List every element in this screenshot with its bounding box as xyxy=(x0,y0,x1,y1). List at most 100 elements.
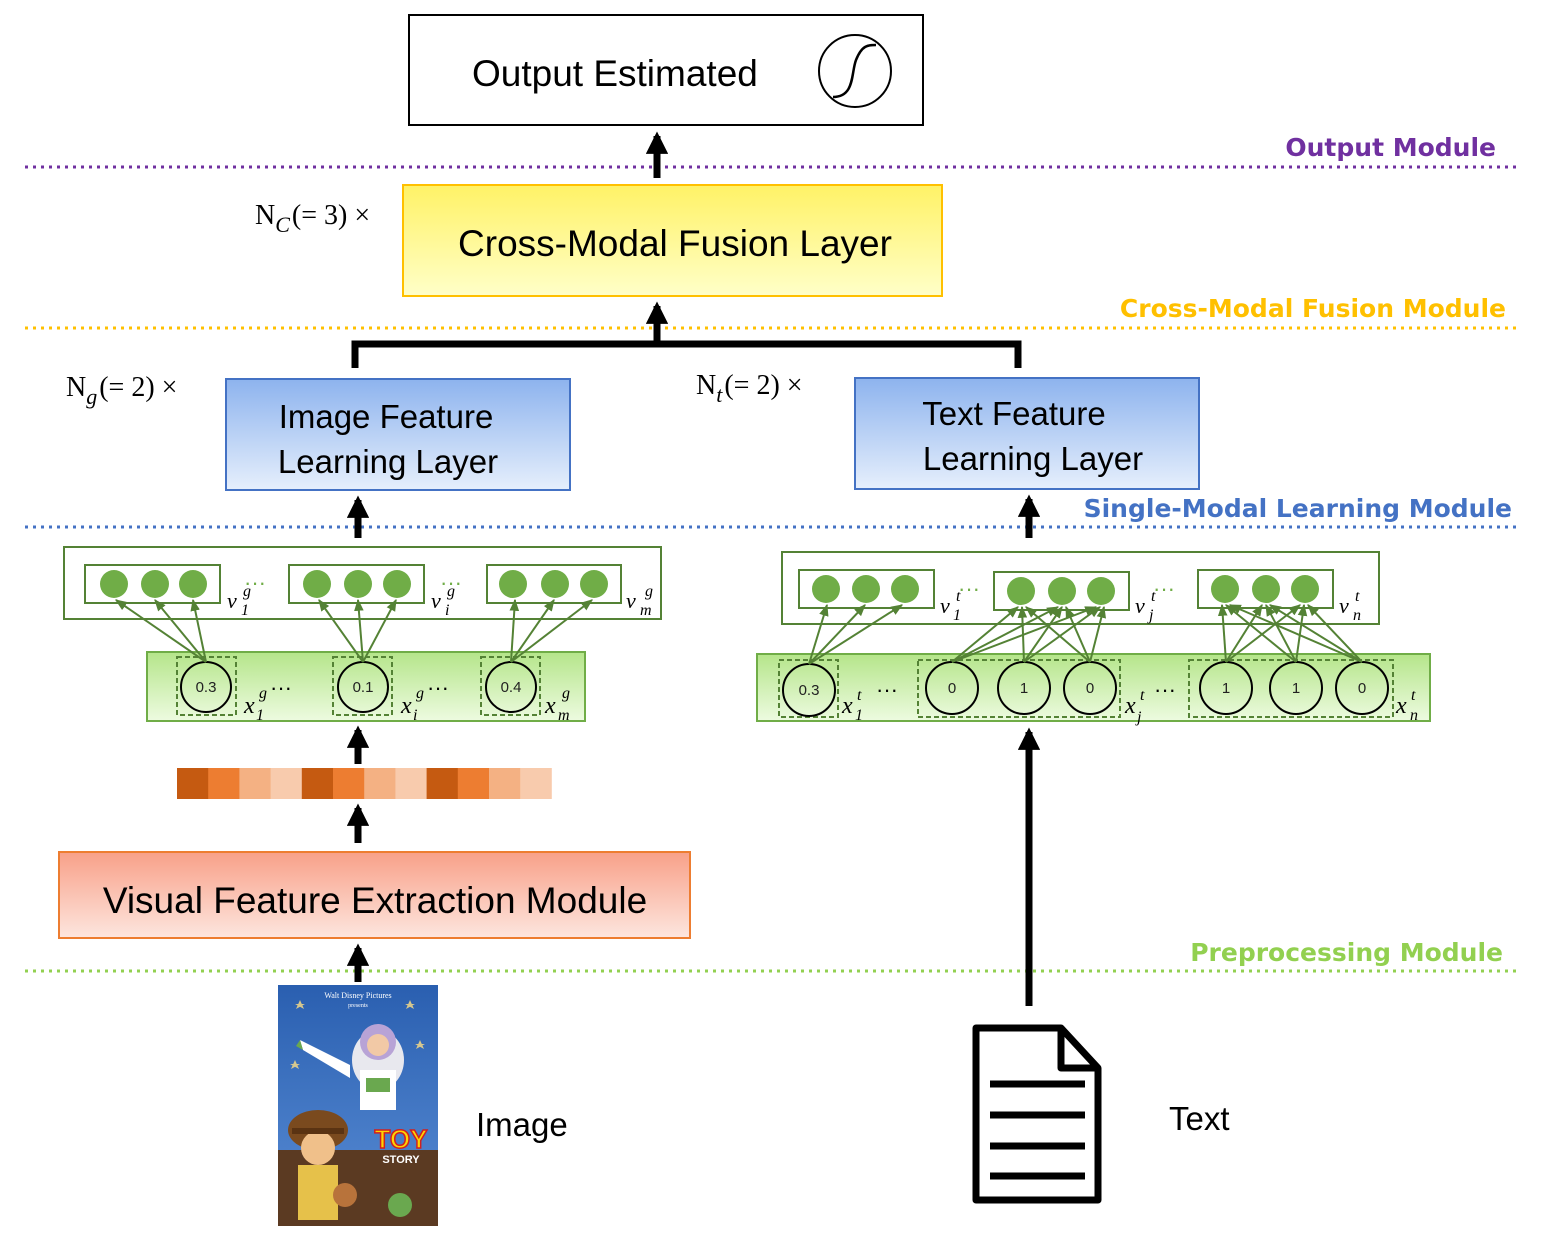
svg-text:1: 1 xyxy=(241,602,249,619)
feature-cell xyxy=(208,768,240,799)
svg-text:Walt Disney Pictures: Walt Disney Pictures xyxy=(324,991,391,1000)
text-embedding-ellipsis-1: ··· xyxy=(958,576,980,601)
image-embedding-group-1 xyxy=(84,564,221,604)
svg-text:g: g xyxy=(447,583,455,600)
movie-poster-image: TOY STORY Walt Disney Pictures presents xyxy=(278,985,438,1226)
image-input-label: Image xyxy=(476,1106,568,1143)
fusion-layer-label: Cross-Modal Fusion Layer xyxy=(458,223,892,264)
text-feature-layer-box xyxy=(854,377,1200,490)
text-repeat-count: Nt(= 2) × xyxy=(696,370,803,407)
svg-text:g: g xyxy=(645,583,653,600)
svg-text:x: x xyxy=(1124,693,1136,719)
image-input-label-3: x g m xyxy=(544,685,570,724)
svg-text:m: m xyxy=(640,602,652,619)
image-input-node-1: 0.3 xyxy=(176,656,237,716)
svg-text:t: t xyxy=(1140,687,1145,704)
svg-text:g: g xyxy=(259,685,267,702)
visual-feature-vector xyxy=(177,768,552,799)
svg-text:m: m xyxy=(558,707,570,724)
feature-cell xyxy=(364,768,396,799)
visual-extraction-label: Visual Feature Extraction Module xyxy=(103,880,647,921)
sigmoid-icon xyxy=(818,34,892,108)
text-input-group-1 xyxy=(778,659,839,718)
feature-cell xyxy=(426,768,459,799)
single-modal-module-label: Single-Modal Learning Module xyxy=(1084,494,1512,523)
svg-text:v: v xyxy=(940,593,950,618)
fusion-repeat-count: NC(= 3) × xyxy=(255,200,370,237)
image-embedding-label-3: v g m xyxy=(626,583,653,619)
fusion-module-label: Cross-Modal Fusion Module xyxy=(1120,294,1506,323)
preprocessing-module-label: Preprocessing Module xyxy=(1190,938,1503,967)
output-estimated-label: Output Estimated xyxy=(472,53,758,94)
text-embedding-group-3 xyxy=(1197,569,1334,609)
feature-cell xyxy=(520,768,552,799)
image-embedding-ellipsis-2: ··· xyxy=(440,570,462,595)
text-input-label-2: x t j ··· xyxy=(1124,677,1176,726)
svg-text:x: x xyxy=(243,693,255,719)
text-input-label: Text xyxy=(1169,1100,1230,1137)
image-embedding-label-2: v g i xyxy=(431,583,455,619)
image-feature-layer-label-1: Image Feature xyxy=(279,398,494,435)
text-connections xyxy=(808,603,1363,665)
svg-text:g: g xyxy=(416,685,424,702)
svg-text:x: x xyxy=(1395,693,1407,719)
text-embedding-ellipsis-2: ··· xyxy=(1153,576,1175,601)
image-embedding-group-2 xyxy=(288,564,425,604)
svg-text:v: v xyxy=(227,588,237,613)
svg-text:···: ··· xyxy=(876,677,898,702)
svg-text:n: n xyxy=(1410,707,1418,724)
svg-text:0.3: 0.3 xyxy=(196,679,217,696)
image-embedding-ellipsis-1: ··· xyxy=(244,570,266,595)
text-input-label-3: x t n xyxy=(1395,687,1418,724)
svg-text:1: 1 xyxy=(256,707,264,724)
feature-cell xyxy=(177,768,209,799)
svg-text:0.4: 0.4 xyxy=(501,679,522,696)
svg-text:0: 0 xyxy=(1086,680,1094,697)
svg-text:STORY: STORY xyxy=(382,1154,420,1166)
svg-text:1: 1 xyxy=(1020,680,1028,697)
svg-text:···: ··· xyxy=(1154,677,1176,702)
svg-text:1: 1 xyxy=(855,707,863,724)
text-input-group-2 xyxy=(917,659,1121,718)
feature-cell xyxy=(457,768,490,799)
svg-text:t: t xyxy=(1151,588,1156,605)
svg-text:v: v xyxy=(626,588,636,613)
feature-cell xyxy=(489,768,521,799)
svg-text:x: x xyxy=(400,693,412,719)
feature-cell xyxy=(395,768,427,799)
text-embedding-label-3: v t n xyxy=(1339,588,1361,624)
text-embedding-group-1 xyxy=(798,569,935,609)
text-feature-layer-label-2: Learning Layer xyxy=(923,440,1143,477)
image-input-bar xyxy=(146,651,586,722)
image-feature-layer-box xyxy=(225,378,571,491)
fusion-layer-box xyxy=(402,184,943,297)
svg-text:···: ··· xyxy=(270,675,292,700)
text-feature-layer-label-1: Text Feature xyxy=(922,395,1105,432)
text-input-group-3 xyxy=(1188,659,1394,718)
svg-text:v: v xyxy=(1339,593,1349,618)
feature-cell xyxy=(270,768,303,799)
svg-text:i: i xyxy=(413,707,417,724)
text-input-bar xyxy=(756,653,1431,722)
svg-text:t: t xyxy=(1355,588,1360,605)
svg-text:t: t xyxy=(857,687,862,704)
svg-text:i: i xyxy=(445,602,449,619)
svg-text:g: g xyxy=(243,583,251,600)
text-embedding-label-1: v t 1 xyxy=(940,588,961,624)
image-input-label-2: x g i ··· xyxy=(400,675,449,724)
svg-text:v: v xyxy=(431,588,441,613)
text-embedding-group-2 xyxy=(993,571,1130,611)
image-feature-layer-label-2: Learning Layer xyxy=(278,443,498,480)
svg-text:j: j xyxy=(1135,709,1142,726)
visual-extraction-box xyxy=(58,851,691,939)
feature-cell xyxy=(301,768,334,799)
text-input-label-1: x t 1 ··· xyxy=(841,677,898,724)
svg-text:TOY: TOY xyxy=(375,1124,428,1154)
svg-text:0.3: 0.3 xyxy=(799,682,820,699)
image-repeat-count: Ng(= 2) × xyxy=(66,372,177,409)
svg-text:0.1: 0.1 xyxy=(353,679,374,696)
svg-text:1: 1 xyxy=(953,607,961,624)
svg-text:v: v xyxy=(1135,593,1145,618)
document-icon xyxy=(972,1024,1102,1204)
